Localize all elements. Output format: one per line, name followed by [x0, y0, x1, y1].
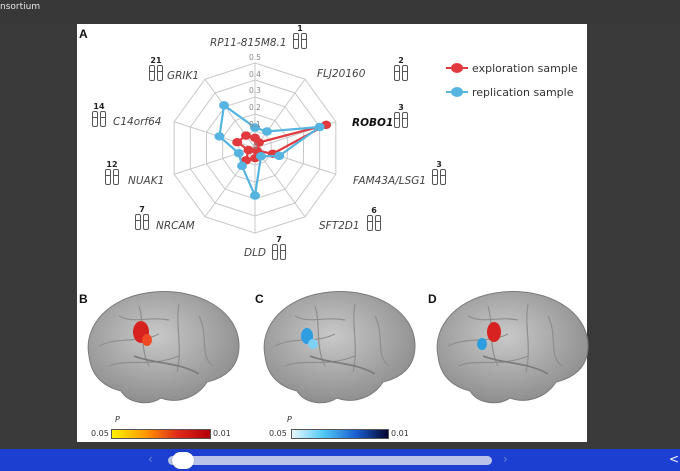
radar-point [250, 191, 260, 200]
back-chevron-icon[interactable]: < [669, 452, 680, 466]
chromosome-number: 6 [371, 206, 377, 215]
top-bar: nsortium [0, 0, 680, 24]
gene-label-dld: DLD [244, 247, 267, 259]
gene-label-robo1: ROBO1 [352, 117, 394, 129]
legend-label-exploration: exploration sample [472, 61, 578, 75]
image-slider-track[interactable] [168, 456, 492, 465]
chromosome-number: 7 [139, 205, 145, 214]
radar-point [214, 132, 225, 141]
chromosome-icon [393, 65, 409, 81]
chromosome-number: 21 [150, 56, 162, 65]
radar-point [243, 145, 254, 155]
panel-label-d: D [428, 292, 437, 306]
colorbar-min-label: 0.05 [269, 429, 287, 438]
colorbar-max-label: 0.01 [391, 429, 409, 438]
chromosome-badge: 1 [292, 24, 308, 49]
gene-label-nrcam: NRCAM [156, 220, 195, 232]
chromosome-icon [134, 214, 150, 230]
bottom-navigation-bar: ‹ › < [0, 449, 680, 471]
gene-label-nuak1: NUAK1 [128, 175, 165, 187]
radar-point [261, 127, 272, 136]
colorbar-title: P [115, 415, 120, 424]
figure-image: A 0.5 0.4 0.3 0.2 0.1 0 RP11-815M8.1 1 F… [77, 24, 589, 442]
window-title: nsortium [0, 2, 41, 12]
chart-legend: exploration sample replication sample [446, 56, 578, 104]
colorbar-title: P [287, 415, 292, 424]
chromosome-icon [292, 33, 308, 49]
gene-label-fam43a: FAM43A/LSG1 [353, 175, 427, 187]
panel-label-b: B [79, 292, 88, 306]
chromosome-icon [393, 112, 409, 128]
gene-label-c14orf64: C14orf64 [113, 116, 162, 128]
colorbar-gradient [111, 429, 211, 439]
radar-chart [173, 62, 337, 234]
chromosome-icon [91, 111, 107, 127]
chromosome-badge: 12 [104, 160, 120, 185]
radar-point [255, 152, 266, 161]
panel-label-c: C [255, 292, 264, 306]
brain-render-c [263, 291, 416, 404]
chromosome-icon [104, 169, 120, 185]
panel-label-a: A [79, 27, 88, 41]
chromosome-badge: 7 [134, 205, 150, 230]
gene-label-flj20160: FLJ20160 [317, 68, 366, 80]
radar-point [241, 131, 252, 140]
colorbar-gradient [291, 429, 389, 439]
chromosome-number: 12 [106, 160, 118, 169]
legend-item-exploration: exploration sample [446, 56, 578, 80]
image-slider-thumb[interactable] [172, 452, 195, 469]
chromosome-badge: 21 [148, 56, 164, 81]
radar-point [314, 122, 325, 132]
colorbar-min-label: 0.05 [91, 429, 109, 438]
radar-tick: 0.2 [249, 103, 261, 112]
legend-item-replication: replication sample [446, 80, 578, 104]
chromosome-badge: 3 [431, 160, 447, 185]
radar-point [232, 138, 243, 147]
brain-render-d [436, 291, 589, 404]
chromosome-badge: 6 [366, 206, 382, 231]
chromosome-number: 7 [276, 235, 282, 244]
gene-label-grik1: GRIK1 [167, 70, 200, 82]
next-arrow-icon[interactable]: › [503, 452, 508, 466]
chromosome-icon [148, 65, 164, 81]
gene-label-sft2d1: SFT2D1 [319, 220, 360, 232]
radar-tick: 0.1 [249, 120, 261, 129]
radar-tick: 0.3 [249, 86, 261, 95]
radar-point [250, 123, 260, 132]
radar-point [253, 138, 264, 147]
gene-label-rp11: RP11-815M8.1 [210, 37, 287, 49]
radar-tick: 0.4 [249, 70, 261, 79]
radar-point [233, 149, 244, 158]
radar-point [219, 101, 230, 110]
radar-tick: 0 [253, 142, 258, 151]
chromosome-icon [366, 215, 382, 231]
chromosome-number: 14 [93, 102, 105, 111]
legend-marker-exploration [446, 63, 468, 73]
radar-tick: 0.5 [249, 53, 261, 62]
legend-marker-replication [446, 87, 468, 97]
chromosome-number: 3 [398, 103, 404, 112]
radar-point [274, 151, 285, 161]
brain-render-b [87, 291, 240, 404]
chromosome-icon [271, 244, 287, 260]
chromosome-icon [431, 169, 447, 185]
chromosome-badge: 3 [393, 103, 409, 128]
chromosome-number: 1 [297, 24, 303, 33]
chromosome-number: 2 [398, 56, 404, 65]
chromosome-badge: 14 [91, 102, 107, 127]
chromosome-number: 3 [436, 160, 442, 169]
radar-point [237, 161, 248, 171]
chromosome-badge: 2 [393, 56, 409, 81]
legend-label-replication: replication sample [472, 85, 574, 99]
chromosome-badge: 7 [271, 235, 287, 260]
prev-arrow-icon[interactable]: ‹ [148, 452, 153, 466]
colorbar-max-label: 0.01 [213, 429, 231, 438]
radar-spoke [254, 78, 306, 149]
